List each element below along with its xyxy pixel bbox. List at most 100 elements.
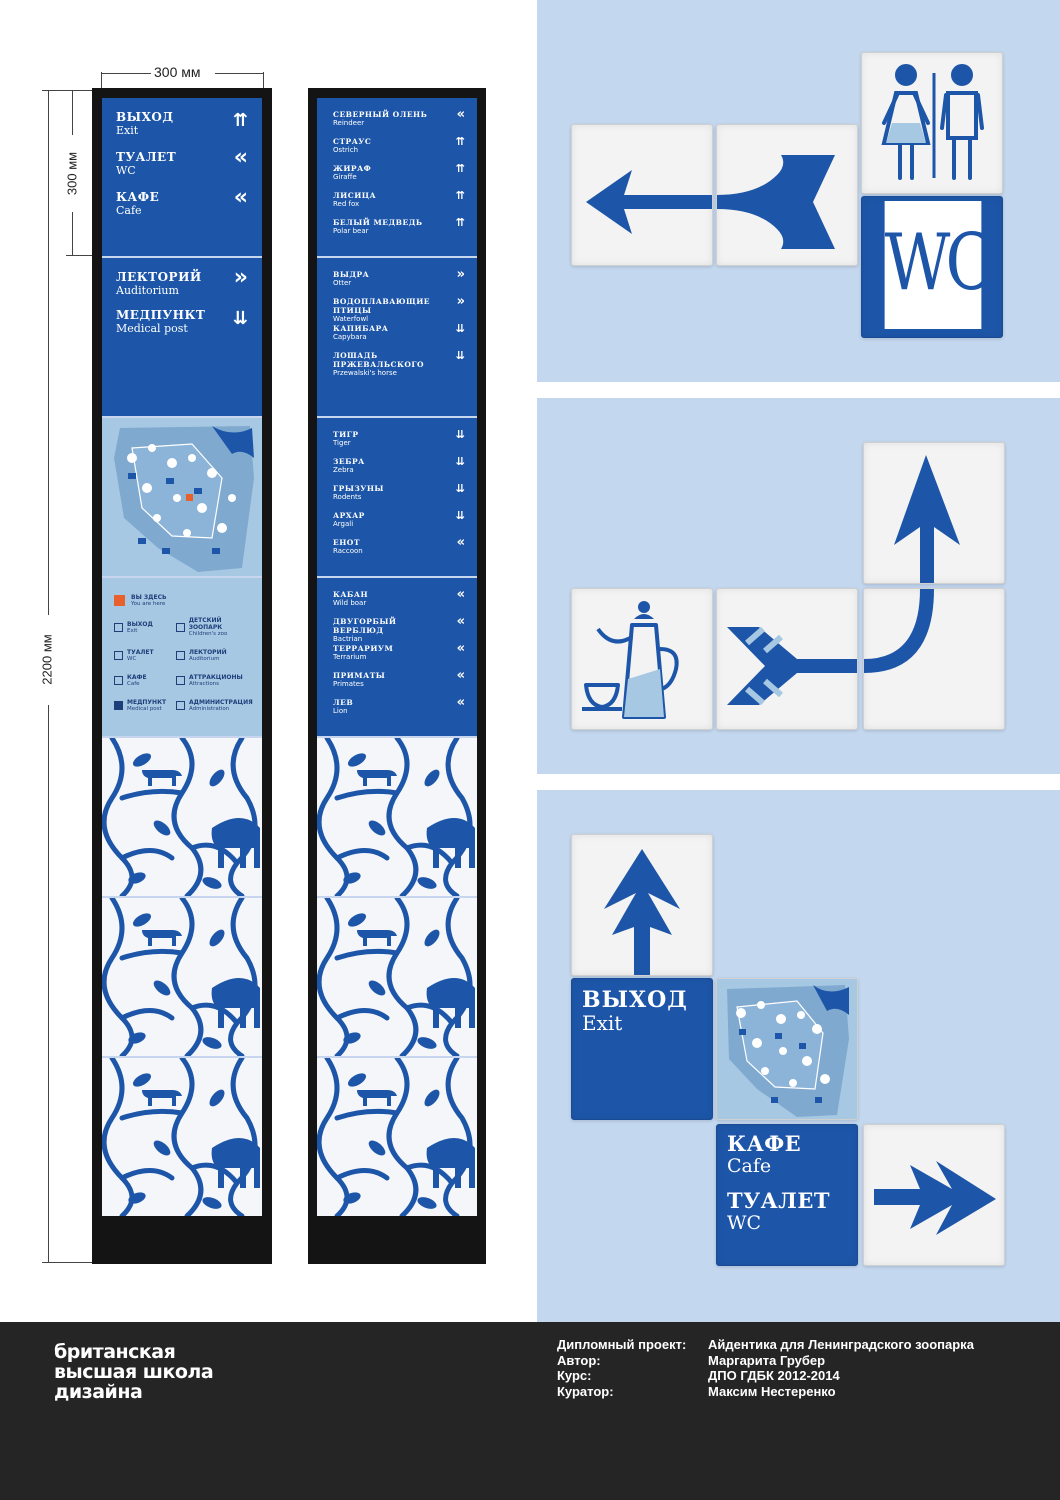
cafe-label-en: Cafe [727, 1155, 772, 1177]
arrow-left-icon: « [456, 641, 465, 656]
legend-label-ru: ДЕТСКИЙ ЗООПАРК [188, 617, 223, 631]
sign-label-en: Medical post [116, 322, 188, 335]
ornament-tile [317, 738, 477, 898]
sign-label-ru: ВОДОПЛАВАЮЩИЕ ПТИЦЫ [333, 297, 430, 315]
administration-icon [176, 701, 185, 710]
legend-label-en: Exit [127, 627, 138, 634]
arrow-right-icon: » [233, 265, 248, 290]
arrow-feather-icon [717, 155, 835, 249]
arrow-fletching-icon [727, 626, 857, 706]
coffee-pot-tile [571, 588, 713, 730]
arrow-up-head-tile [863, 442, 1005, 584]
school-logo-line: британская [54, 1341, 176, 1363]
arrow-left-icon: « [456, 587, 465, 602]
sign-label-en: Primates [333, 680, 364, 688]
sign-label-ru: ПРИМАТЫ [333, 671, 386, 680]
sign-label-en: Rodents [333, 493, 362, 501]
wc-pictogram-tile [861, 52, 1003, 194]
sign-label-ru: АРХАР [333, 511, 365, 520]
wc-label-en: WC [727, 1212, 762, 1234]
width-label: 300 мм [154, 64, 201, 80]
you-are-here-marker-icon [114, 595, 125, 606]
arrow-up-tile [571, 834, 713, 976]
medical-cross-icon [114, 701, 123, 710]
wc-icon [114, 651, 123, 660]
toilet-people-icon [881, 64, 984, 180]
ornament-tile [317, 898, 477, 1058]
legend-label-en: Administration [189, 706, 230, 712]
sign-label-en: Giraffe [333, 173, 357, 181]
arrow-up-icon: ⇈ [455, 162, 465, 175]
arrow-right-icon [874, 1161, 996, 1235]
credit-row: Дипломный проект:Айдентика для Ленинград… [557, 1337, 974, 1353]
sign-label-en: Otter [333, 279, 352, 287]
sign-label-ru: ЛЕВ [333, 698, 354, 707]
credit-value: Айдентика для Ленинградского зоопарка [708, 1337, 974, 1352]
childrens-zoo-icon [176, 622, 185, 632]
arrow-left-icon: « [456, 668, 465, 683]
arrow-down-icon: ⇊ [455, 322, 465, 335]
exit-label-ru: ВЫХОД [582, 987, 688, 1013]
arrow-down-icon: ⇊ [455, 482, 465, 495]
arrow-up-icon: ⇈ [232, 110, 248, 131]
sign-label-ru: БЕЛЫЙ МЕДВЕДЬ [333, 218, 423, 227]
legend-label-ru: АДМИНИСТРАЦИЯ [189, 699, 253, 706]
sign-label-en: Exit [116, 124, 139, 137]
sign-label-en: Przewalski's horse [333, 369, 397, 377]
exit-signage-panel: ВЫХОД Exit КАФЕ Cafe ТУАЛЕТ WC [537, 790, 1060, 1322]
zoo-map-illustration [717, 979, 857, 1119]
sign-label-ru: ГРЫЗУНЫ [333, 484, 384, 493]
sign-label-ru: ЖИРАФ [333, 164, 372, 173]
ornament-tile [102, 1058, 262, 1216]
arrow-left-icon [586, 170, 712, 234]
coffee-pot-icon [582, 601, 679, 719]
sign-label-ru: КАПИБАРА [333, 324, 389, 333]
sign-label-ru: ЗЕБРА [333, 457, 365, 466]
legend-label-en: Cafe [127, 681, 140, 687]
floral-animal-ornament [102, 1058, 262, 1216]
sign-label-ru: СТРАУС [333, 137, 372, 146]
credit-value: ДПО ГДБК 2012-2014 [708, 1368, 840, 1383]
sign-label-en: Argali [333, 520, 354, 528]
cafe-icon [114, 676, 123, 685]
sign-label-en: Capybara [333, 333, 367, 341]
sign-label-ru: ЕНОТ [333, 538, 360, 547]
wc-letters-tile: WC [861, 196, 1003, 338]
arrow-left-icon: « [456, 695, 465, 710]
project-credits: Дипломный проект:Айдентика для Ленинград… [557, 1337, 974, 1399]
credit-value: Маргарита Грубер [708, 1352, 826, 1368]
sign-label-ru: МЕДПУНКТ [116, 308, 206, 322]
legend-label-ru: КАФЕ [127, 674, 147, 681]
arrow-curve-tile [863, 588, 1005, 730]
wc-signage-panel: WC [537, 0, 1060, 382]
sign-label-en: Terrarium [333, 653, 367, 661]
floral-animal-ornament [102, 738, 262, 896]
arrow-down-icon: ⇊ [455, 349, 465, 362]
wc-label-ru: ТУАЛЕТ [727, 1188, 830, 1213]
sign-label-ru: ТИГР [333, 430, 359, 439]
legend-label-ru: ВЫХОД [127, 620, 153, 628]
arrow-right-icon: » [456, 294, 465, 309]
legend-label-en: Children's zoo [188, 631, 228, 637]
sign-label-ru: КАФЕ [116, 190, 160, 204]
sign-label-ru: ЛИСИЦА [333, 191, 377, 200]
credit-key: Куратор: [557, 1383, 614, 1399]
exit-label-tile: ВЫХОД Exit [571, 978, 713, 1120]
sign-auditorium: ЛЕКТОРИЙ Auditorium » [102, 265, 262, 308]
zoo-map-illustration [102, 418, 262, 576]
sign-label-en: Raccoon [333, 547, 363, 555]
